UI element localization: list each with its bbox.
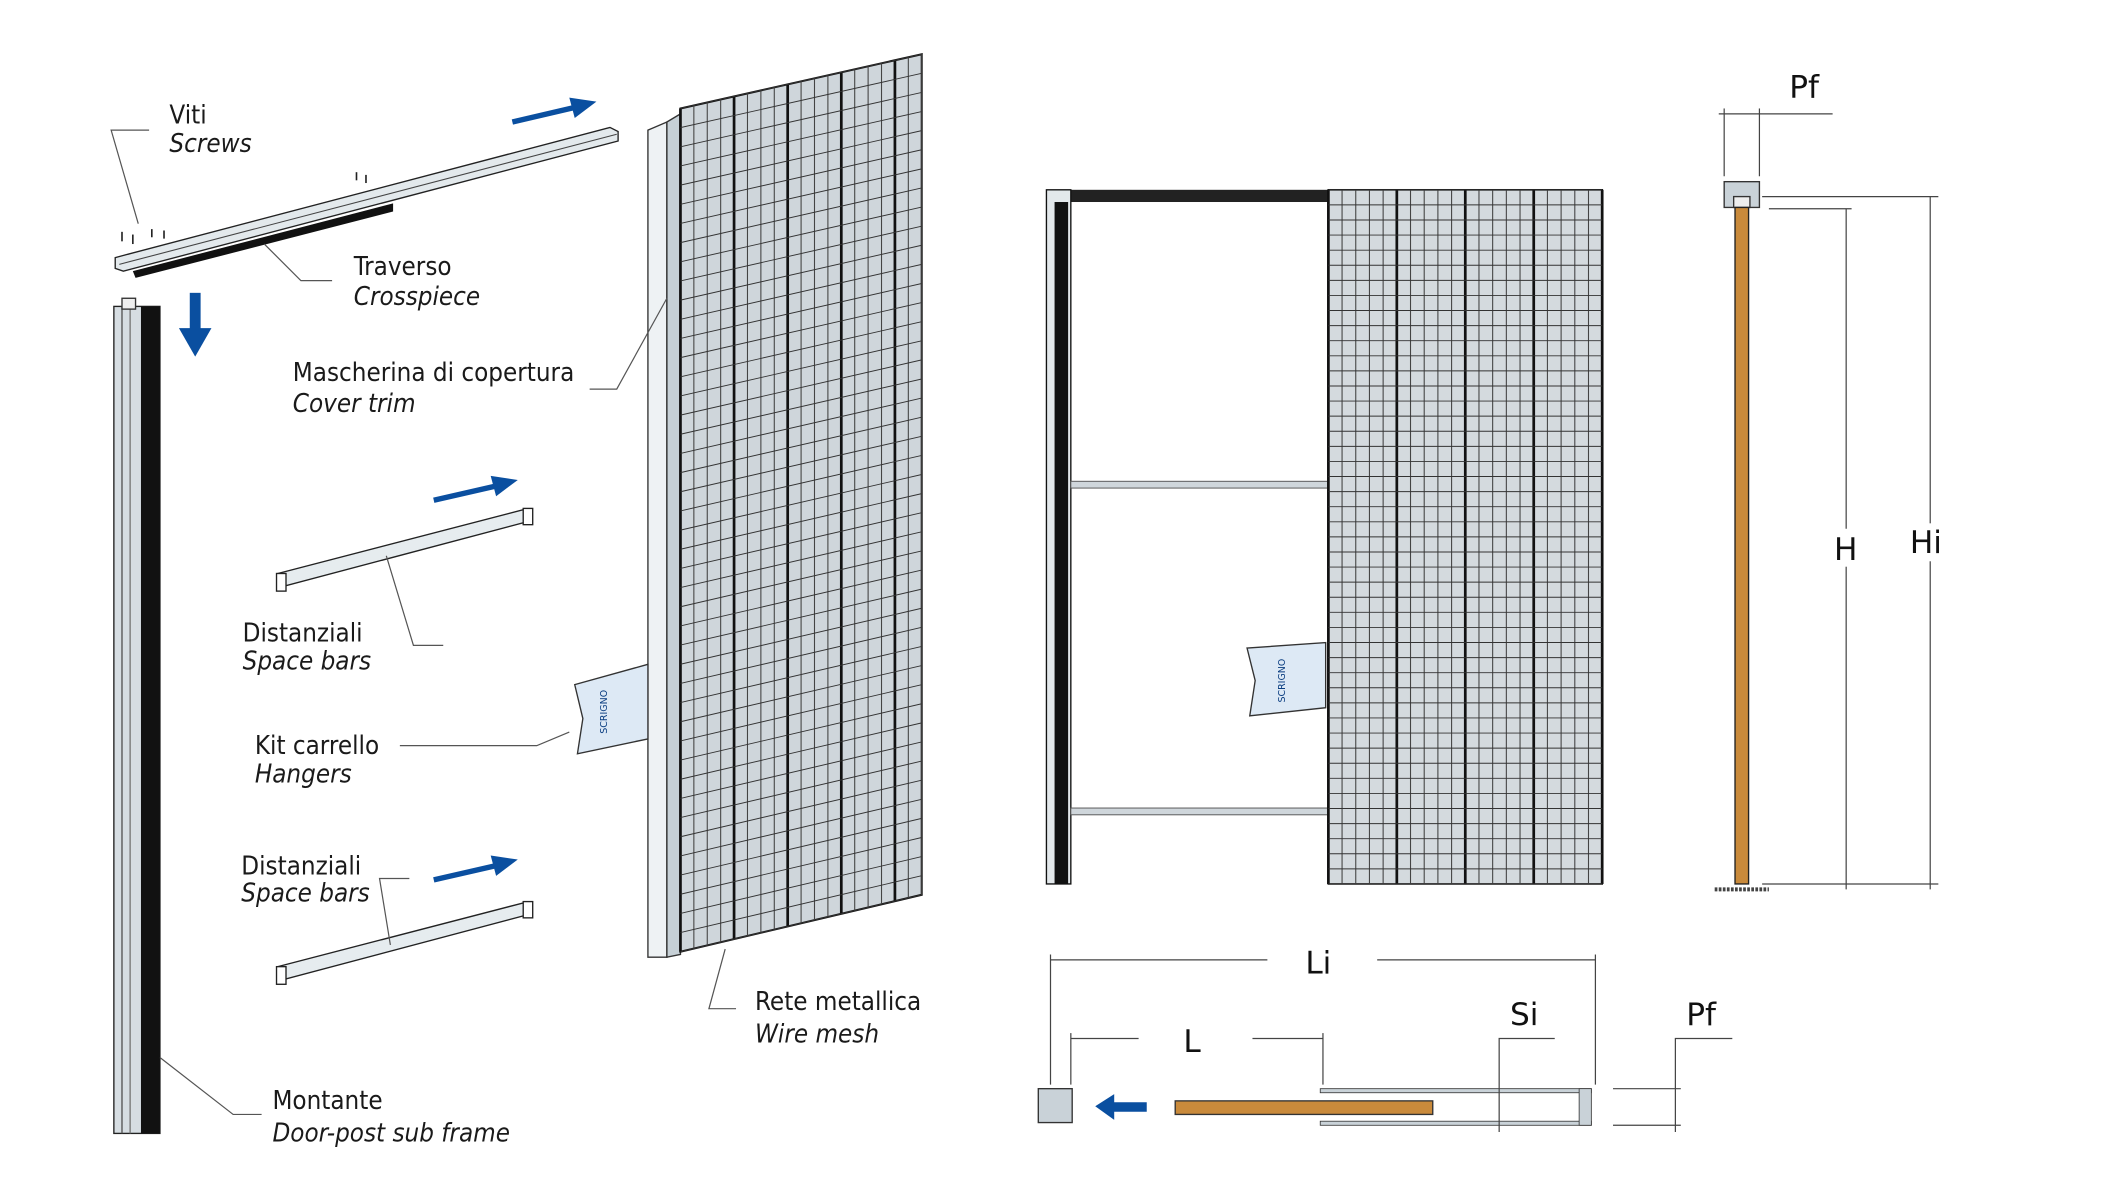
space-bar-bottom (275, 900, 534, 985)
screws (121, 172, 367, 245)
mesh-wire (680, 779, 922, 838)
mesh-wire (680, 894, 922, 953)
mesh-wire (680, 359, 922, 416)
mesh-wire (680, 130, 922, 186)
plan-section: Li L Si Pf (1037, 945, 1733, 1133)
mesh-wire (680, 760, 922, 819)
crosspiece (114, 126, 619, 278)
dim-si: Si (1510, 997, 1538, 1033)
mesh-wire (680, 187, 922, 244)
leader-lines (110, 129, 737, 1116)
brand-logo: SCRIGNO (599, 690, 610, 734)
mesh-wire (680, 111, 922, 167)
mesh-wire (680, 302, 922, 359)
label-screws-it: Viti (169, 100, 206, 130)
label-wire-mesh-it: Rete metallica (755, 987, 921, 1017)
mesh-wire (680, 856, 922, 914)
dim-l: L (1183, 1024, 1201, 1060)
mesh-wire (680, 512, 922, 569)
label-door-post-it: Montante (272, 1086, 382, 1116)
label-crosspiece-it: Traverso (353, 252, 452, 282)
label-hangers-en: Hangers (255, 759, 352, 789)
label-crosspiece-en: Crosspiece (354, 282, 480, 312)
mesh-wire (680, 225, 922, 282)
mesh-wire (680, 875, 922, 934)
mesh-wire (680, 283, 922, 339)
mesh-wire (680, 722, 922, 780)
mesh-wire (680, 53, 922, 109)
cover-trim (647, 112, 682, 958)
hangers-kit-bag: SCRIGNO (1246, 641, 1327, 717)
dim-h: H (1834, 532, 1857, 568)
label-space-bars-it: Distanziali (243, 618, 363, 648)
mesh-wire (680, 435, 922, 493)
label-space-bars-en: Space bars (243, 647, 371, 677)
mesh-wire (680, 397, 922, 454)
mesh-wire (680, 72, 922, 129)
mesh-wire (680, 741, 922, 799)
mesh-wire (680, 588, 922, 646)
label-door-post-en: Door-post sub frame (272, 1119, 510, 1149)
arrow-right-icon (433, 855, 518, 883)
mesh-wire (680, 798, 922, 857)
mesh-wire (680, 454, 922, 512)
mesh-wire (680, 416, 922, 474)
mesh-wire (680, 607, 922, 665)
mesh-wire (680, 569, 922, 627)
mesh-wire (680, 550, 922, 608)
dim-hi: Hi (1910, 525, 1942, 561)
front-elevation: SCRIGNO (1045, 188, 1604, 885)
mesh-wire (680, 837, 922, 895)
space-bar-top (275, 507, 534, 592)
mesh-wire (680, 684, 922, 742)
dim-pf-bottom: Pf (1686, 997, 1717, 1033)
wire-mesh-panel (679, 52, 923, 954)
mesh-wire (680, 665, 922, 723)
arrow-right-icon (433, 475, 518, 503)
mesh-wire (680, 149, 922, 205)
label-wire-mesh-en: Wire mesh (755, 1020, 879, 1050)
side-section: Pf H Hi (1714, 70, 1952, 892)
label-screws-en: Screws (169, 129, 251, 159)
label-space-bars-2-it: Distanziali (241, 851, 361, 881)
label-hangers-it: Kit carrello (255, 731, 379, 761)
mesh-wire (680, 91, 922, 148)
mesh-wire (680, 626, 922, 684)
mesh-wire (680, 378, 922, 435)
label-space-bars-2-en: Space bars (241, 879, 369, 909)
mesh-wire (680, 817, 922, 876)
mesh-wire (680, 340, 922, 397)
label-cover-trim-it: Mascherina di copertura (293, 358, 574, 388)
dim-li: Li (1305, 945, 1331, 981)
mesh-wire (680, 263, 922, 320)
mesh-wire (680, 531, 922, 589)
arrow-right-icon (511, 97, 597, 125)
brand-logo: SCRIGNO (1277, 659, 1288, 703)
arrow-down-icon (178, 292, 212, 357)
mesh-wire (680, 474, 922, 531)
label-cover-trim-en: Cover trim (293, 389, 416, 419)
mesh-wire (680, 206, 922, 263)
mesh-wire (680, 703, 922, 761)
mesh-wire (680, 493, 922, 550)
mesh-wire (680, 645, 922, 704)
mesh-wire (680, 168, 922, 224)
door-post-sub-frame (113, 297, 161, 1135)
mesh-wire (680, 244, 922, 301)
hangers-kit-bag: SCRIGNO (573, 663, 649, 755)
mesh-wire (680, 321, 922, 378)
dim-pf-top: Pf (1789, 70, 1820, 106)
